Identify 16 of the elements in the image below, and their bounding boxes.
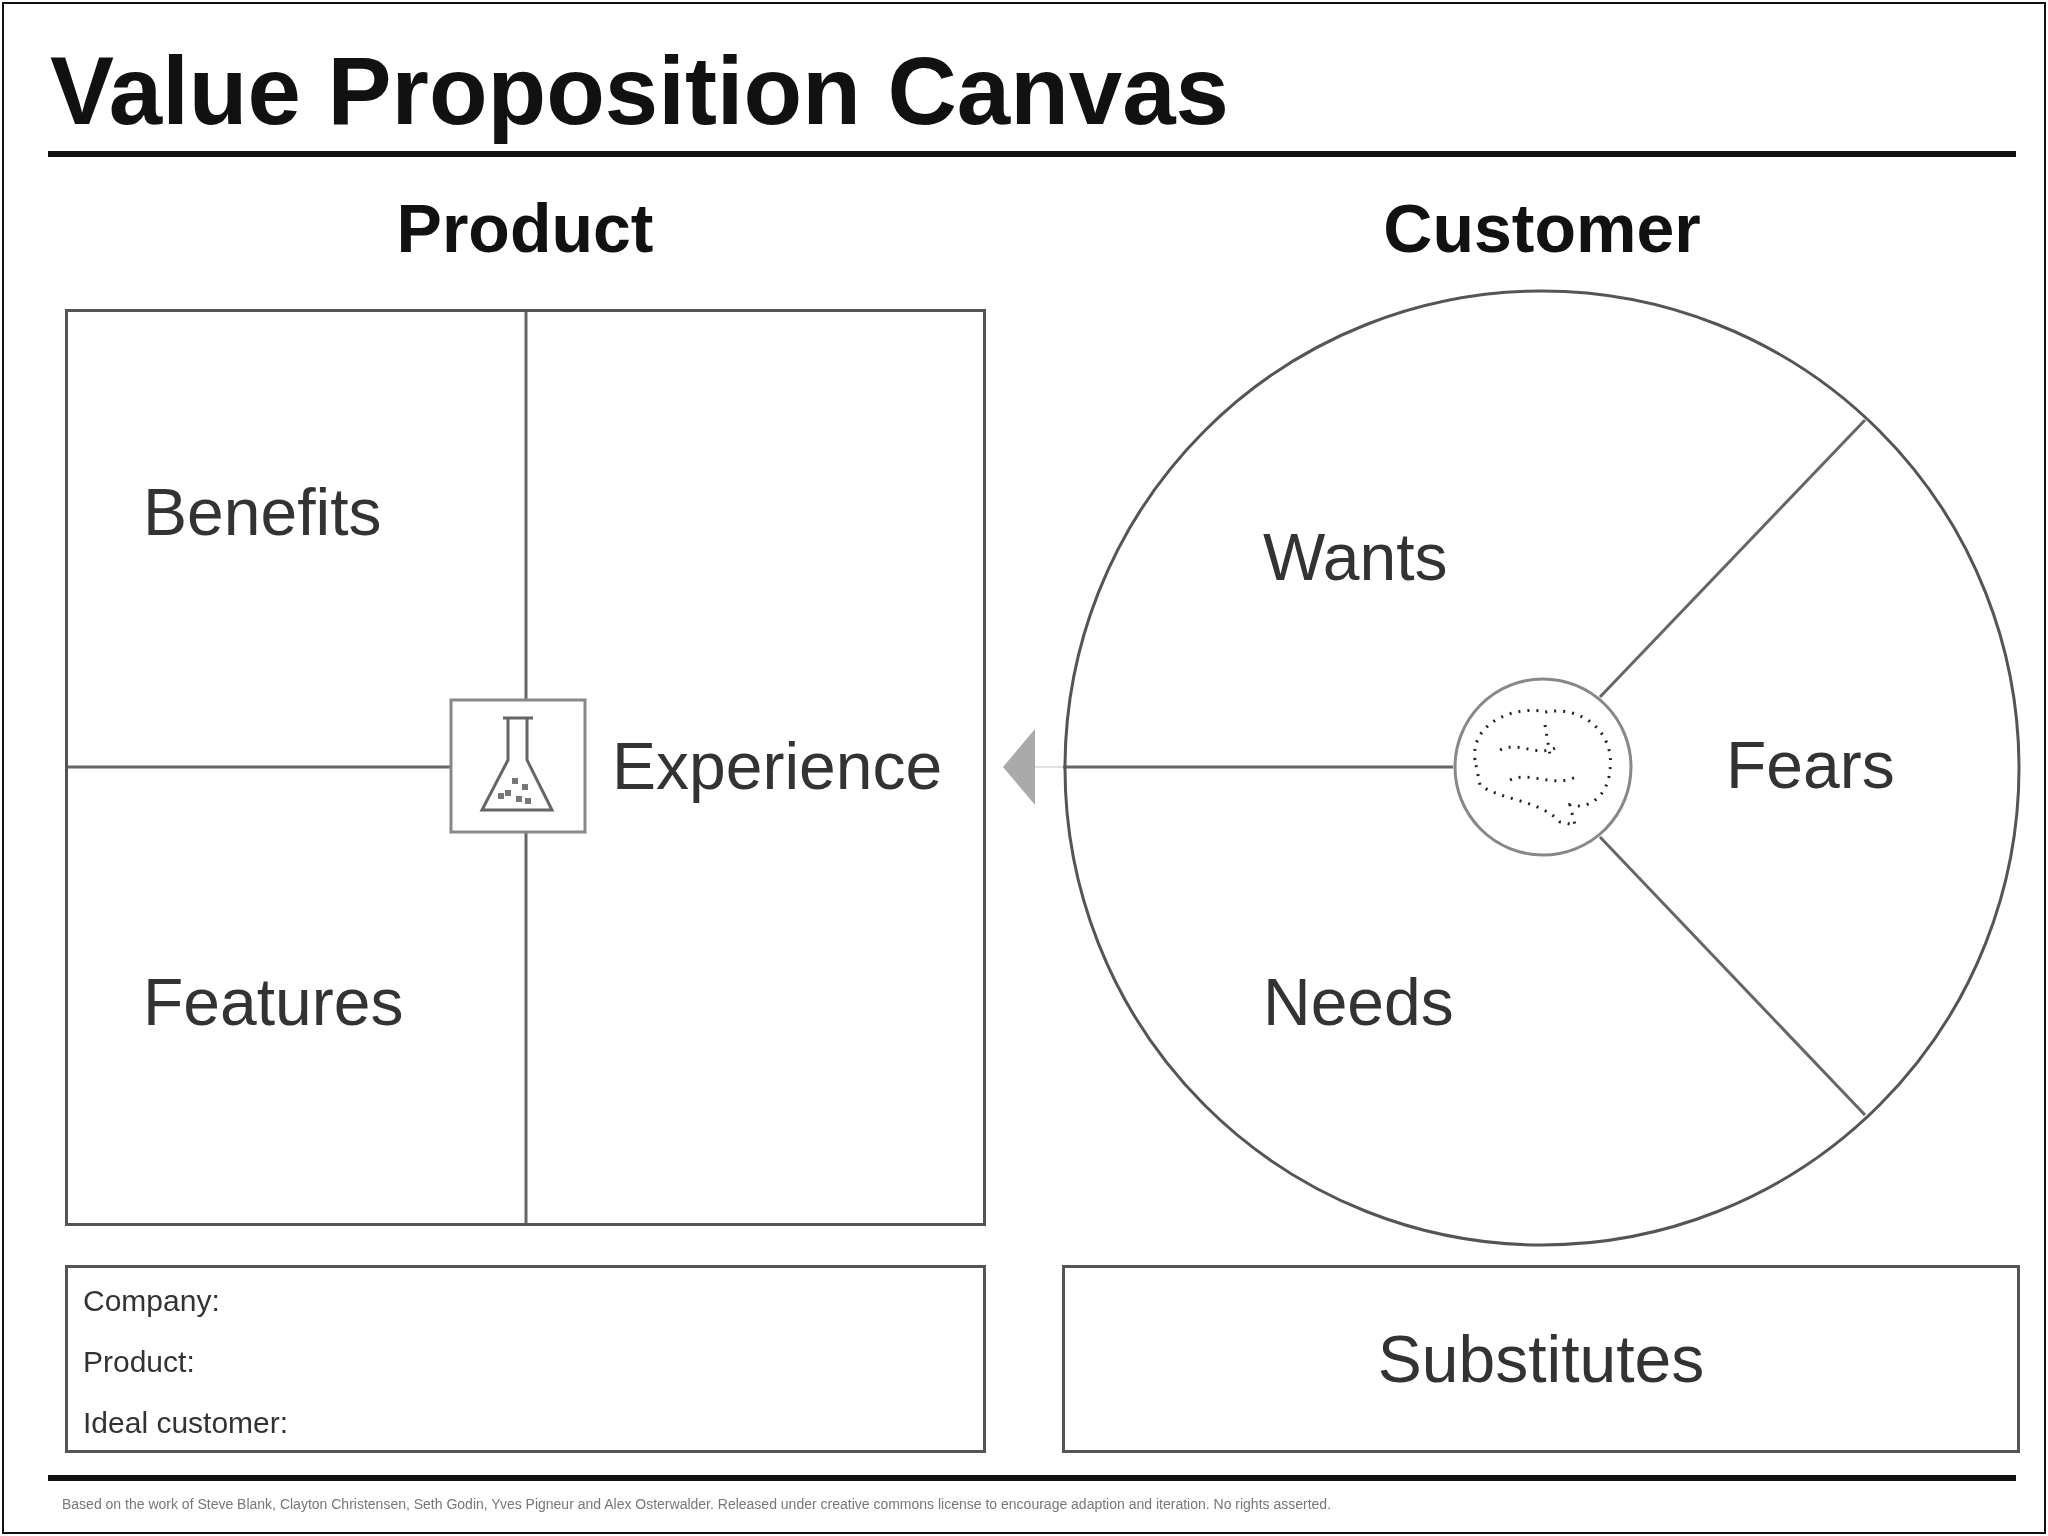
section-label: Features [143, 969, 404, 1035]
field-label: Ideal customer: [83, 1408, 289, 1438]
box-label: Substitutes [1377, 1326, 1705, 1392]
substitutes-box [1062, 1265, 2020, 1453]
info-box [65, 1265, 986, 1453]
section-label: Wants [1263, 524, 1448, 590]
section-label: Benefits [143, 479, 382, 545]
arrow [1003, 729, 1064, 805]
title: Value Proposition Canvas [50, 38, 1229, 144]
section-label: Fears [1726, 732, 1895, 798]
field-label: Company: [83, 1286, 220, 1316]
field-label: Product: [83, 1347, 195, 1377]
section-label: Needs [1263, 969, 1454, 1035]
section-heading: Customer [1383, 194, 1701, 262]
section-heading: Product [396, 194, 654, 262]
footer-note: Based on the work of Steve Blank, Clayton Christensen, Seth Godin, Yves Pigneur and Alex Osterwalder. Released under creative commons license to encourage adaption and iteration. No rights asserted. [62, 1496, 1332, 1512]
